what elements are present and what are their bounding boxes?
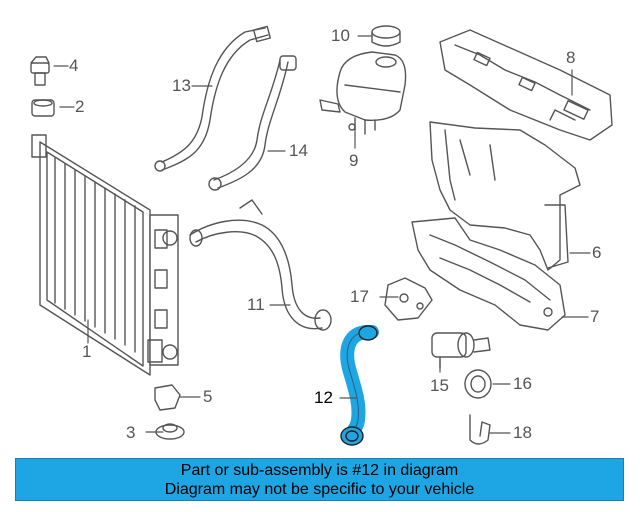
expansion-tank-part-9[interactable] [319,51,407,135]
callout-8: 8 [566,48,576,67]
info-banner: Part or sub-assembly is #12 in diagram D… [15,458,624,501]
callout-4: 4 [69,56,79,75]
grommet-part-2[interactable] [31,99,55,117]
callout-3: 3 [126,423,136,442]
callout-6: 6 [592,243,602,262]
cap-part-10[interactable] [371,25,401,47]
callout-11: 11 [247,295,265,314]
callout-1: 1 [82,342,92,361]
callout-13: 13 [172,76,191,95]
parts-diagram [30,25,613,446]
callout-18: 18 [513,423,532,442]
bracket-part-17[interactable] [384,277,433,321]
clip-part-18[interactable] [469,414,491,445]
hose-part-14[interactable] [208,55,297,191]
shroud-part-6[interactable] [429,121,581,271]
callout-10: 10 [331,26,350,45]
callout-7: 7 [590,307,600,326]
seal-part-16[interactable] [464,369,492,399]
hose-part-11[interactable] [189,199,332,331]
callout-15: 15 [430,376,449,395]
callout-17: 17 [350,287,369,306]
hose-part-12-highlighted[interactable] [340,324,379,446]
callout-14: 14 [289,141,308,160]
leader-lines [53,35,591,434]
pump-part-15[interactable] [431,332,491,369]
banner-line-1: Part or sub-assembly is #12 in diagram [180,462,459,479]
callout-12: 12 [314,388,333,407]
callout-5: 5 [203,387,213,406]
radiator-part-1[interactable] [31,134,179,376]
callout-9: 9 [349,151,359,170]
lower-carrier-part-7[interactable] [411,217,566,331]
upper-bracket-part-8[interactable] [439,29,613,141]
bracket-part-5[interactable] [154,384,181,411]
hose-part-13[interactable] [154,25,272,172]
banner-line-2: Diagram may not be specific to your vehi… [164,481,475,498]
callout-2: 2 [75,97,85,116]
clip-part-4[interactable] [30,56,50,86]
callout-16: 16 [513,374,532,393]
